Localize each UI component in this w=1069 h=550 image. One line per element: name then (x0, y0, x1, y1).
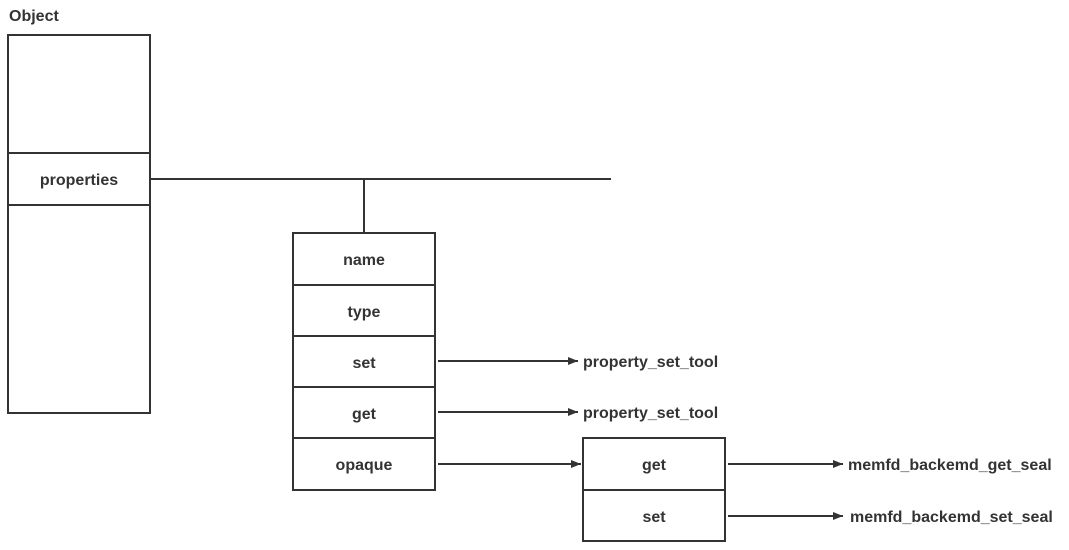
properties-cell-label: properties (40, 172, 118, 189)
properties-connector (150, 178, 611, 233)
property-struct-block (292, 232, 436, 491)
field-get-label: get (352, 406, 377, 423)
get-target-label: property_set_tool (583, 405, 718, 422)
object-title: Object (9, 8, 59, 25)
object-block (7, 34, 151, 414)
set-target-label: property_set_tool (583, 354, 718, 371)
field-type-label: type (348, 304, 381, 321)
field-name-label: name (343, 252, 385, 269)
get-seal-label: memfd_backemd_get_seal (848, 457, 1052, 474)
opaque-set-label: set (642, 509, 666, 526)
opaque-get-label: get (642, 457, 667, 474)
field-opaque-label: opaque (336, 457, 393, 474)
opaque-struct-block (582, 437, 726, 542)
set-seal-label: memfd_backemd_set_seal (850, 509, 1053, 526)
field-set-label: set (352, 355, 376, 372)
